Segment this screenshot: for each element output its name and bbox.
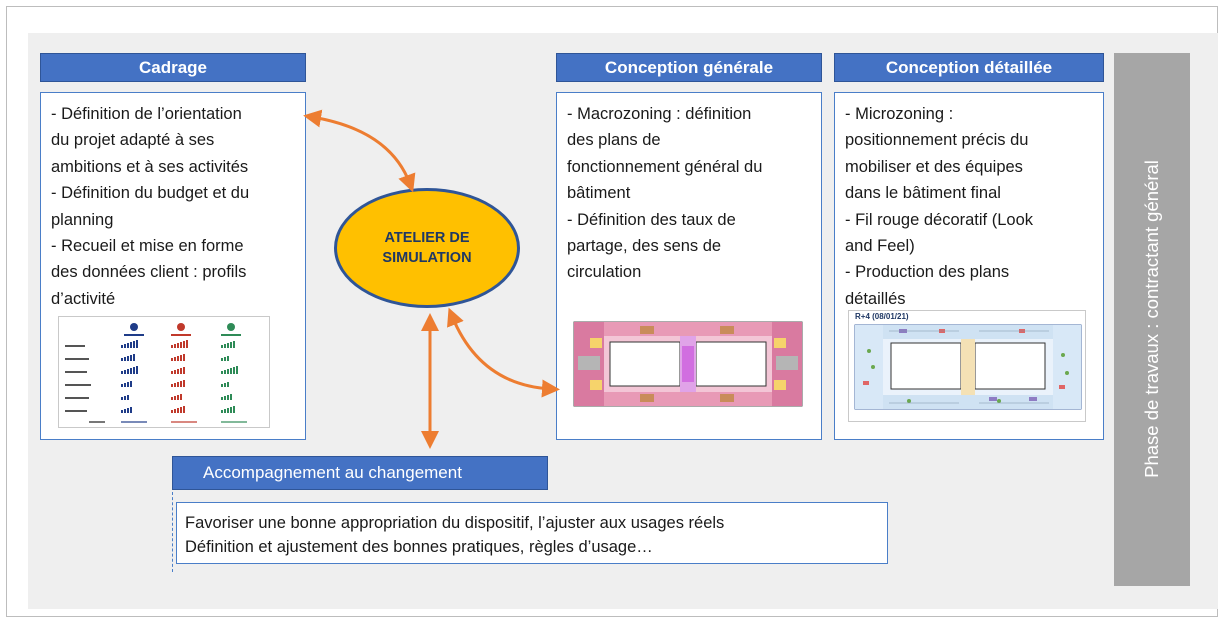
cadrage-header: Cadrage bbox=[40, 53, 306, 82]
conception-generale-header: Conception générale bbox=[556, 53, 822, 82]
cadrage-line: - Définition du budget et du bbox=[51, 184, 250, 203]
conception-generale-line: circulation bbox=[567, 263, 642, 282]
cadrage-line: planning bbox=[51, 210, 114, 229]
phase-travaux-label: Phase de travaux : contractant général bbox=[1141, 160, 1162, 478]
cadrage-line: du projet adapté à ses bbox=[51, 131, 215, 150]
conception-generale-line: des plans de bbox=[567, 131, 661, 150]
arrow-cadrage-atelier bbox=[303, 109, 416, 193]
conception-detaillee-line: and Feel) bbox=[845, 237, 915, 256]
cadrage-line: - Définition de l’orientation bbox=[51, 105, 242, 123]
dashed-connector bbox=[172, 492, 173, 572]
atelier-line-1: ATELIER DE bbox=[384, 230, 470, 246]
cadrage-line: des données client : profils bbox=[51, 263, 247, 282]
atelier-simulation-ellipse: ATELIER DE SIMULATION bbox=[334, 188, 520, 308]
cadrage-line: ambitions et à ses activités bbox=[51, 157, 249, 176]
conception-generale-line: - Définition des taux de bbox=[567, 210, 736, 229]
activity-profile-chart-image bbox=[58, 316, 270, 428]
phase-travaux-sidebar: Phase de travaux : contractant général bbox=[1114, 53, 1190, 586]
conception-generale-text: - Macrozoning : définition des plans de … bbox=[567, 101, 815, 286]
conception-detaillee-line: - Microzoning : bbox=[845, 105, 954, 123]
conception-detaillee-line: positionnement précis du bbox=[845, 131, 1029, 150]
conception-generale-line: fonctionnement général du bbox=[567, 157, 763, 176]
accompagnement-line: Définition et ajustement des bonnes prat… bbox=[185, 538, 653, 556]
conception-generale-line: partage, des sens de bbox=[567, 237, 722, 256]
arrow-atelier-conception bbox=[447, 307, 560, 398]
conception-detaillee-line: détaillés bbox=[845, 289, 906, 308]
macrozoning-plan-image bbox=[570, 316, 806, 412]
conception-detaillee-text: - Microzoning : positionnement précis du… bbox=[845, 101, 1097, 312]
accompagnement-line: Favoriser une bonne appropriation du dis… bbox=[185, 514, 725, 532]
conception-detaillee-line: mobiliser et des équipes bbox=[845, 157, 1023, 176]
cadrage-line: d’activité bbox=[51, 289, 116, 308]
microzoning-plan-image: R+4 (08/01/21) bbox=[848, 310, 1086, 422]
conception-detaillee-line: - Fil rouge décoratif (Look bbox=[845, 210, 1034, 229]
conception-detaillee-line: - Production des plans bbox=[845, 263, 1010, 282]
conception-generale-line: - Macrozoning : définition bbox=[567, 105, 752, 123]
conception-detaillee-line: dans le bâtiment final bbox=[845, 184, 1001, 203]
plan-floor-label: R+4 (08/01/21) bbox=[855, 312, 909, 321]
cadrage-line: - Recueil et mise en forme bbox=[51, 237, 244, 256]
accompagnement-box: Favoriser une bonne appropriation du dis… bbox=[176, 502, 888, 564]
cadrage-text: - Définition de l’orientation du projet … bbox=[51, 101, 299, 312]
atelier-line-2: SIMULATION bbox=[382, 250, 472, 266]
conception-detaillee-header: Conception détaillée bbox=[834, 53, 1104, 82]
accompagnement-header: Accompagnement au changement bbox=[172, 456, 548, 490]
conception-generale-line: bâtiment bbox=[567, 184, 631, 203]
